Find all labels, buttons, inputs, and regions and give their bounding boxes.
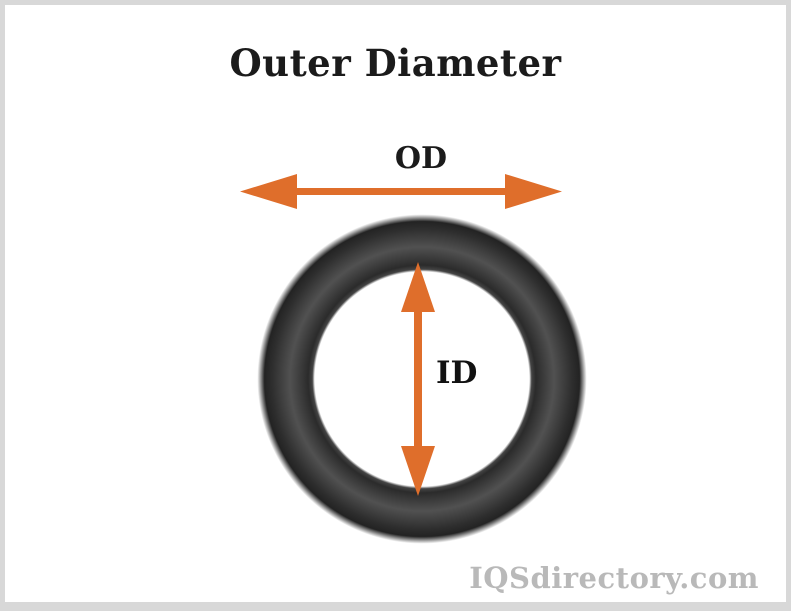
watermark: IQSdirectory.com	[469, 561, 759, 595]
page-title: Outer Diameter	[229, 41, 562, 85]
id-label: ID	[436, 355, 478, 391]
od-double-arrow-icon	[240, 174, 562, 209]
id-double-arrow-icon	[401, 262, 435, 496]
od-label: OD	[394, 141, 448, 176]
